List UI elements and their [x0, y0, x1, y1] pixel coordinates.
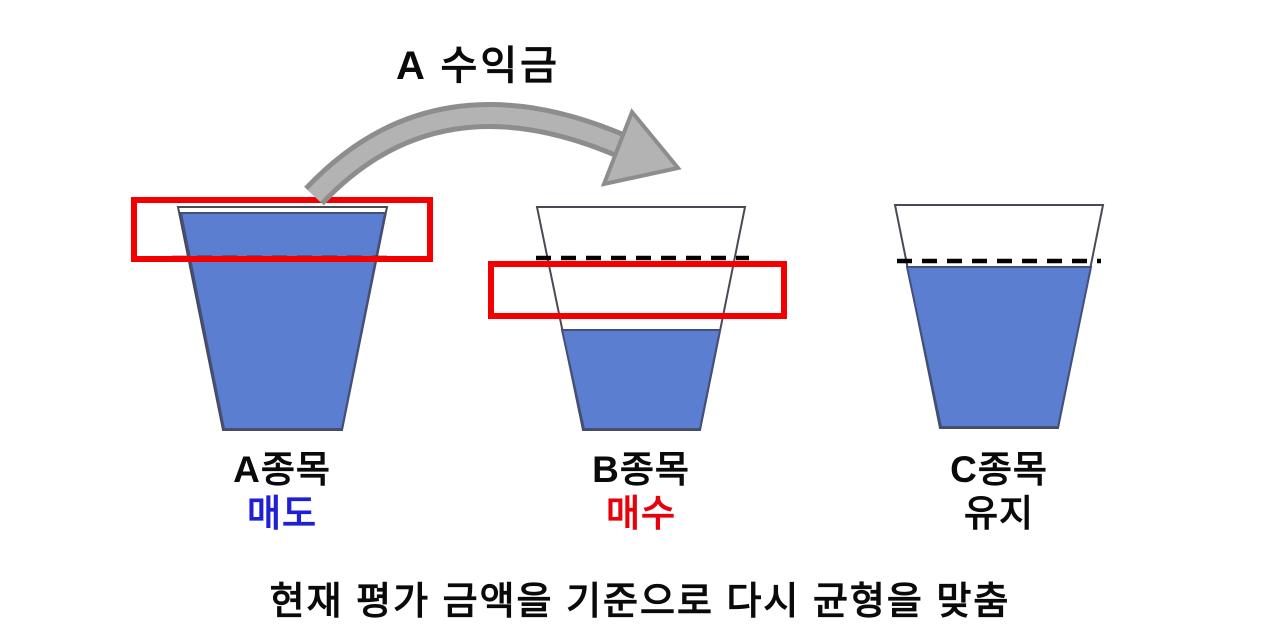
cup-c-action: 유지: [963, 493, 1035, 534]
transfer-arrow-shaft: [307, 107, 626, 202]
caption: 현재 평가 금액을 기준으로 다시 균형을 맞춤: [269, 581, 1011, 623]
cup-b-name: B종목: [592, 449, 690, 490]
cup-c-name: C종목: [950, 449, 1048, 490]
cup-b-fill: [560, 329, 722, 430]
arrow-label: A 수익금: [396, 44, 560, 88]
sell-highlight-box: [131, 197, 433, 262]
cup-b-action: 매수: [605, 493, 677, 534]
transfer-arrow: [304, 102, 682, 206]
cup-c: [893, 204, 1105, 429]
buy-highlight-box: [488, 261, 787, 319]
transfer-arrow-head: [600, 108, 682, 187]
cup-a: [172, 206, 393, 431]
cup-a-name: A종목: [233, 449, 331, 490]
cup-c-fill: [905, 266, 1093, 428]
cup-a-fill: [179, 212, 387, 430]
cup-a-action: 매도: [246, 493, 318, 534]
